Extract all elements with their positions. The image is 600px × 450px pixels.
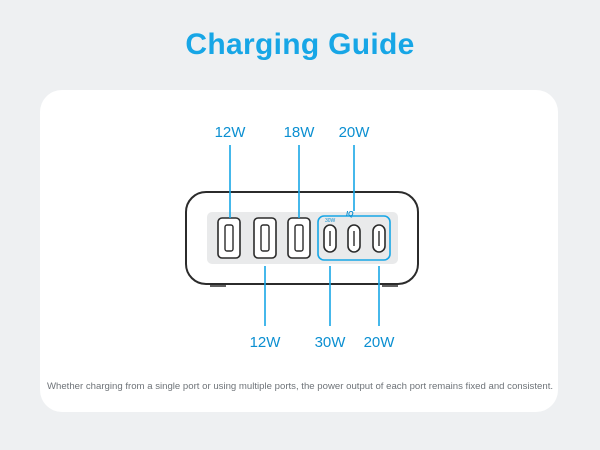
iq-badge: IQ — [346, 211, 354, 218]
bottom-label-usb-c-3: 20W — [363, 334, 395, 351]
usb-c-port-1 — [323, 224, 337, 253]
page-title: Charging Guide — [185, 28, 415, 61]
top-label-usb-c-2: 20W — [338, 124, 370, 141]
top-label-port-1: 12W — [214, 124, 246, 141]
usb-c-group-frame — [317, 215, 391, 261]
usb-a-port-3 — [287, 217, 311, 259]
bottom-label-port-2: 12W — [249, 334, 281, 351]
usb-a-port-1 — [217, 217, 241, 259]
usb-c-port-3 — [372, 224, 386, 253]
bottom-label-usb-c-1: 30W — [314, 334, 346, 351]
caption: Whether charging from a single port or u… — [46, 381, 554, 392]
usb-a-port-2 — [253, 217, 277, 259]
usb-c-port-2 — [347, 224, 361, 253]
top-label-port-3: 18W — [283, 124, 315, 141]
port-group-label: 30W — [325, 218, 336, 224]
